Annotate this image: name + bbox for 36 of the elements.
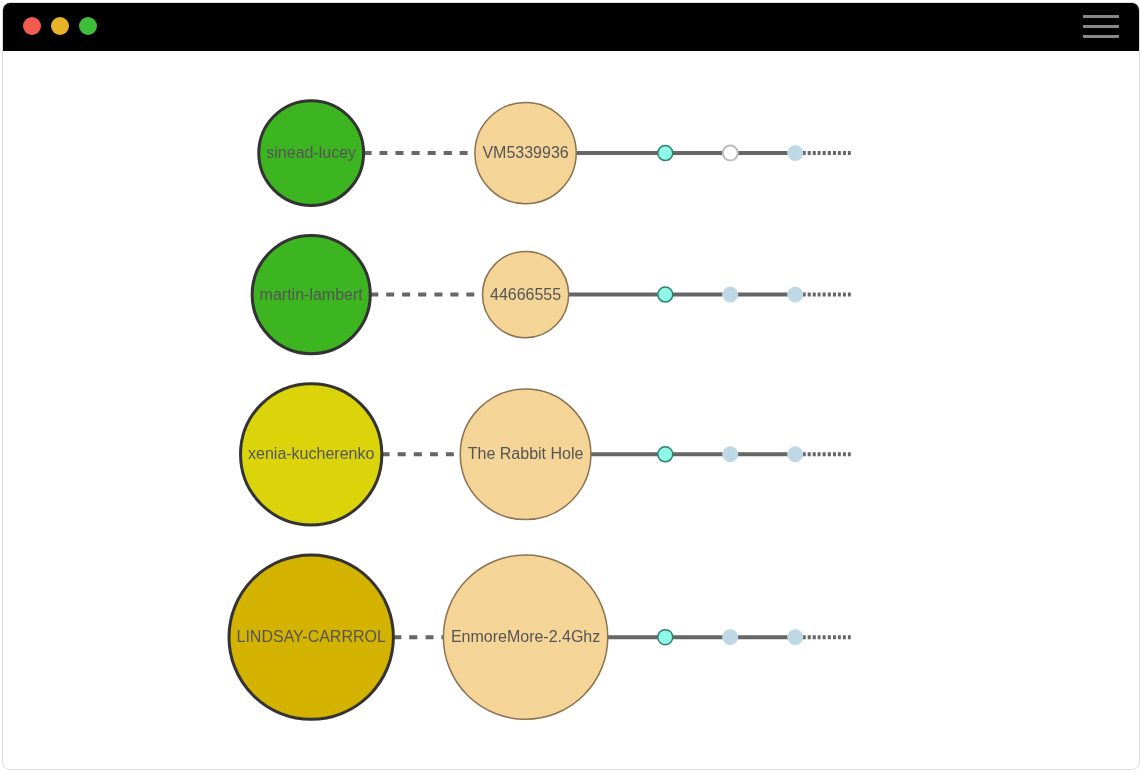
connector (802, 452, 853, 457)
node-circle (227, 553, 395, 721)
node-circle (787, 629, 804, 646)
connector (737, 292, 788, 297)
node-circle (239, 382, 384, 527)
connector (737, 452, 788, 457)
connector (607, 635, 658, 640)
connector (672, 635, 723, 640)
connector (672, 151, 723, 156)
connector (802, 292, 853, 297)
node-circle (474, 101, 578, 205)
connector (672, 292, 723, 297)
connector (737, 151, 788, 156)
node-circle (657, 286, 674, 303)
node-circle (787, 286, 804, 303)
node-circle (250, 234, 372, 356)
node-circle (657, 446, 674, 463)
node-circle (657, 144, 674, 162)
node-circle (481, 250, 570, 339)
node-circle (721, 144, 739, 162)
node-circle (787, 446, 804, 463)
connector (802, 151, 853, 156)
connector (672, 452, 723, 457)
connector (576, 151, 658, 156)
connector (591, 452, 658, 457)
node-circle (657, 628, 674, 646)
node-circle (722, 446, 739, 463)
node-circle (722, 629, 739, 646)
connector (737, 635, 788, 640)
node-circle (442, 554, 609, 721)
node-circle (787, 145, 804, 162)
node-circle (257, 99, 366, 207)
node-circle (459, 388, 592, 521)
connector (568, 292, 658, 297)
node-circle (722, 286, 739, 303)
connector (802, 635, 853, 640)
